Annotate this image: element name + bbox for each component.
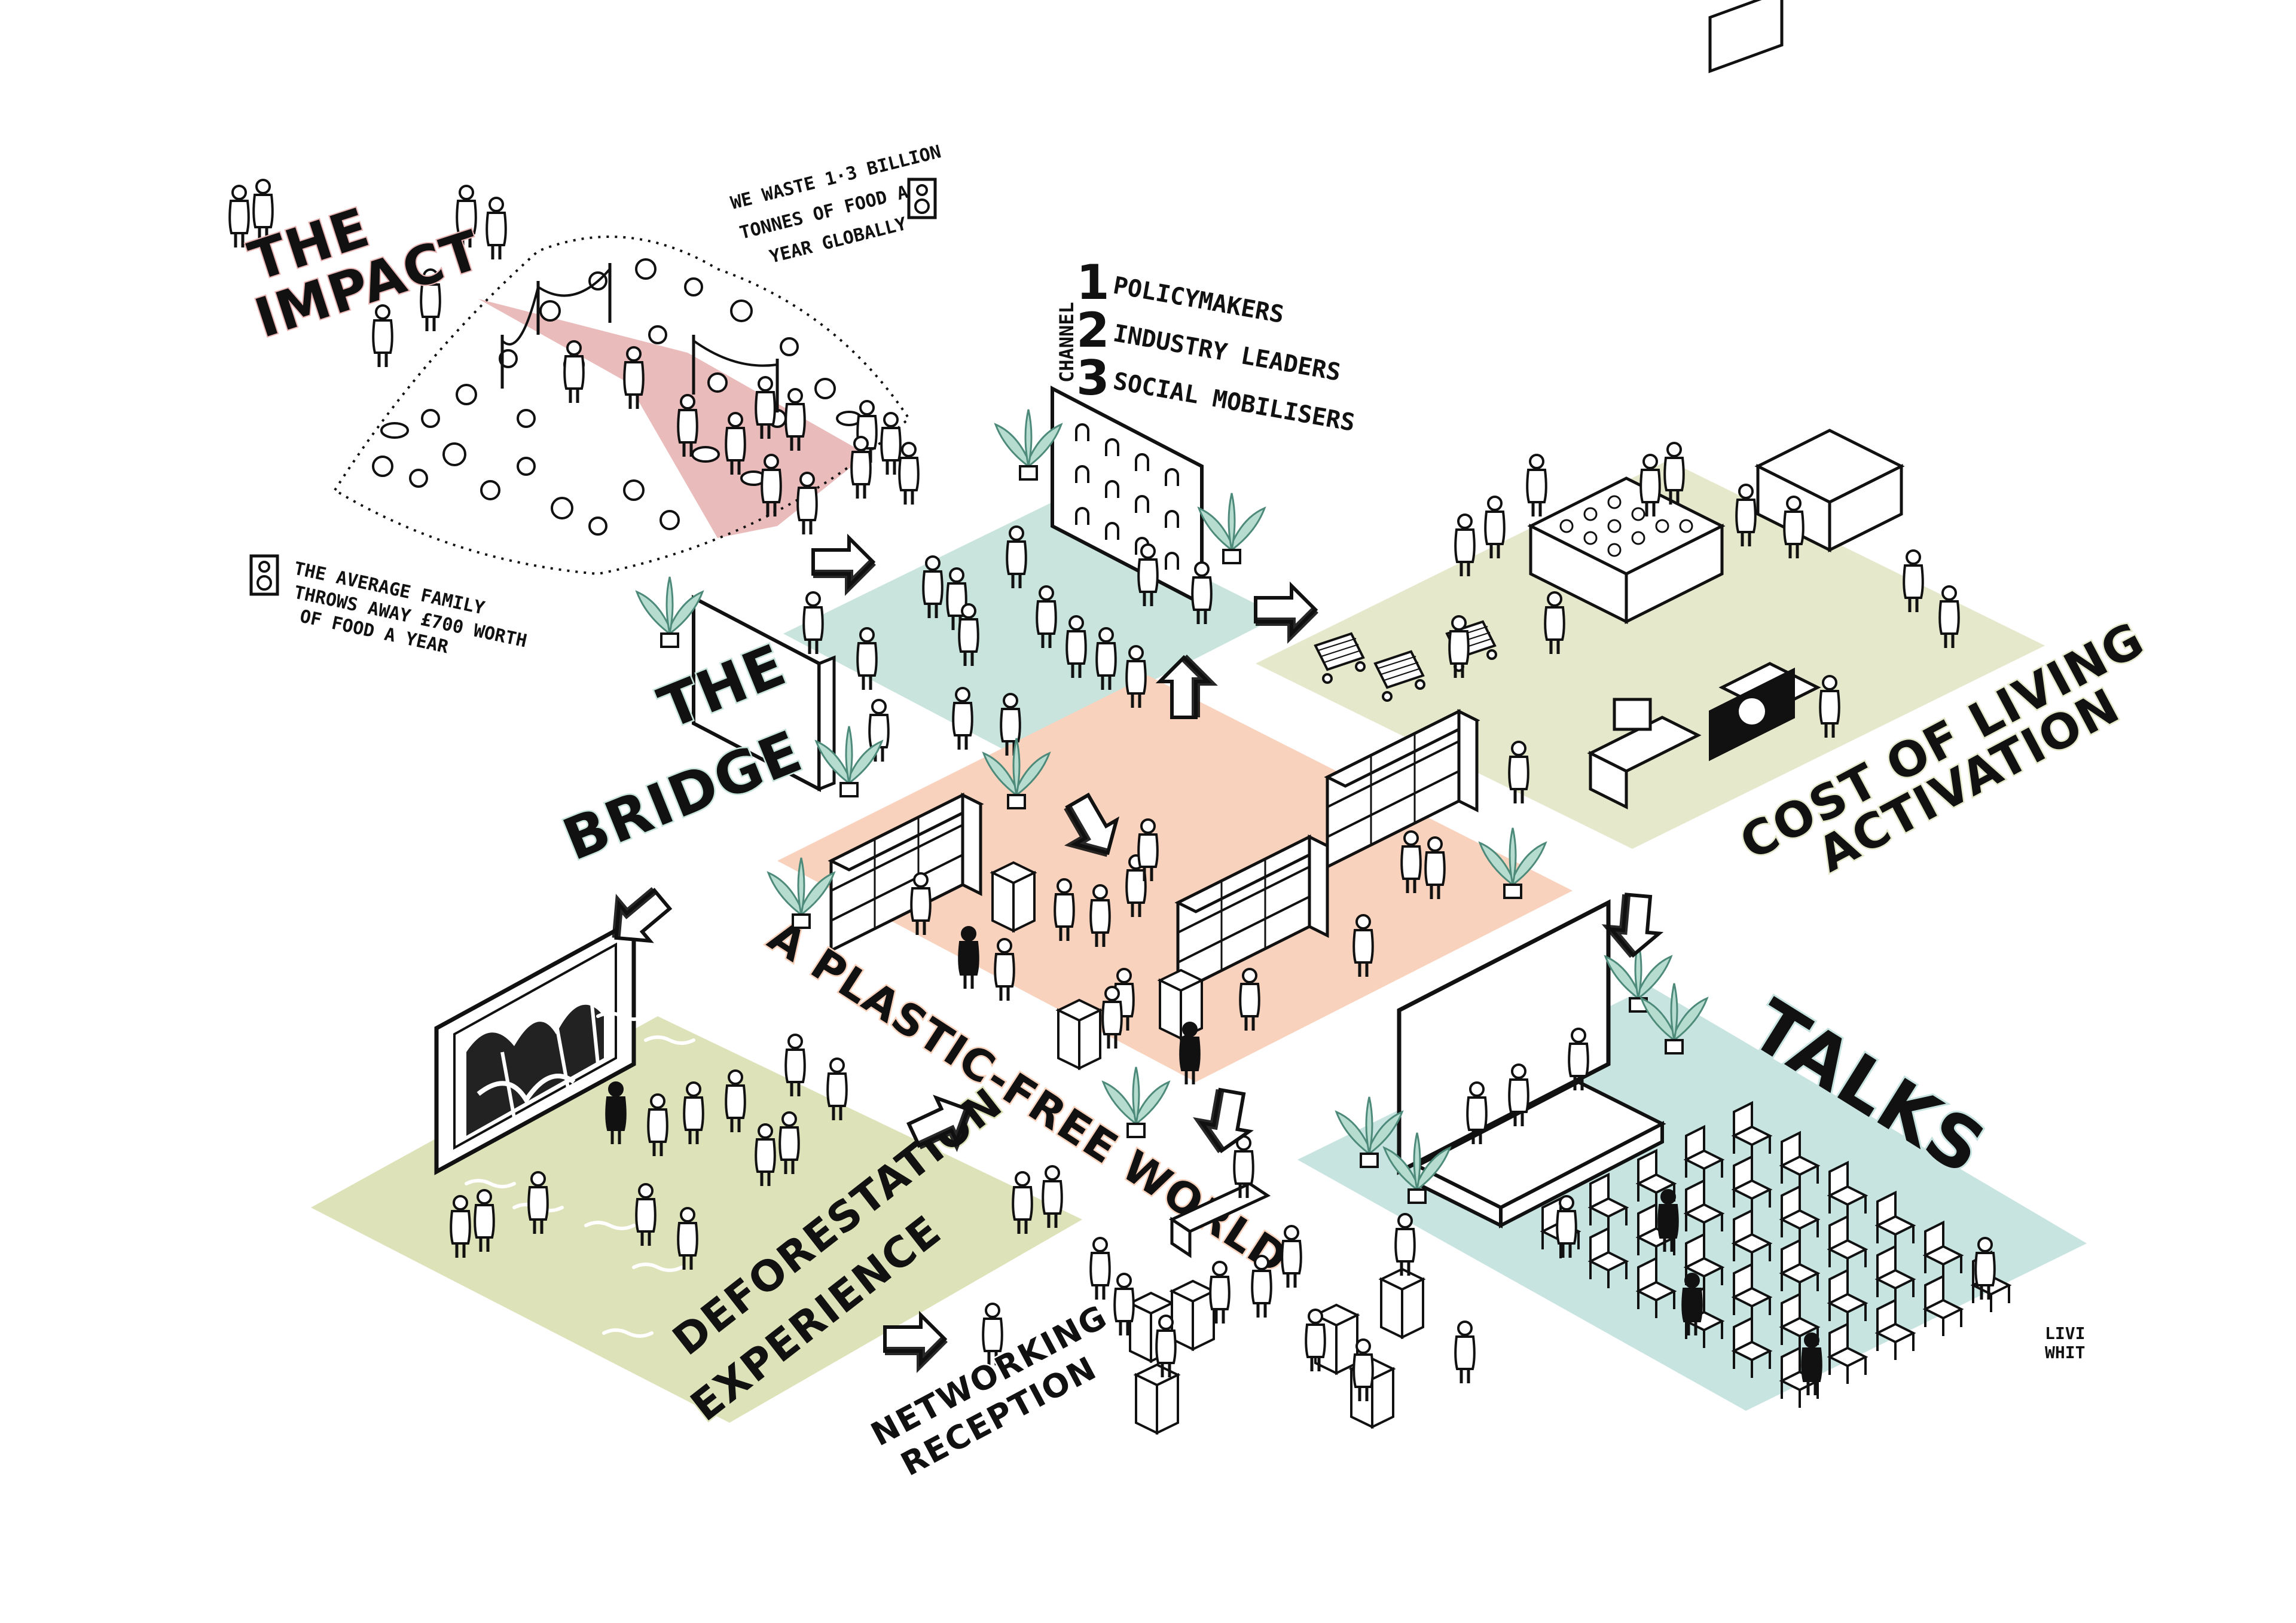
forest-screen	[434, 917, 636, 1175]
networking-counter	[1168, 1182, 1271, 1258]
talks-stage	[1413, 1080, 1666, 1228]
artist-signature-line2: WHIT	[2045, 1343, 2085, 1362]
speaker-icon	[907, 178, 937, 219]
plastic-free-floor	[777, 676, 1573, 1082]
checkout-kiosks	[1587, 0, 1821, 810]
forest-floor-waves	[465, 1011, 731, 1338]
produce-stand-2	[1754, 429, 1905, 553]
channel-item-1: POLICYMAKERS	[1111, 272, 1286, 329]
speaker-icon-family	[249, 554, 279, 596]
channel-label: CHANNEL	[1055, 302, 1078, 383]
channel-num-1: 1	[1076, 255, 1111, 310]
channel-num-2: 2	[1076, 302, 1111, 358]
bridge-title-line2: BRIDGE	[554, 718, 811, 874]
channel-num-3: 3	[1076, 350, 1111, 406]
produce-stand-1	[1527, 476, 1726, 625]
artist-signature-line1: LIVI	[2045, 1324, 2085, 1343]
channel-list: 1 POLICYMAKERS 2 INDUSTRY LEADERS 3 SOCI…	[1076, 255, 1357, 437]
